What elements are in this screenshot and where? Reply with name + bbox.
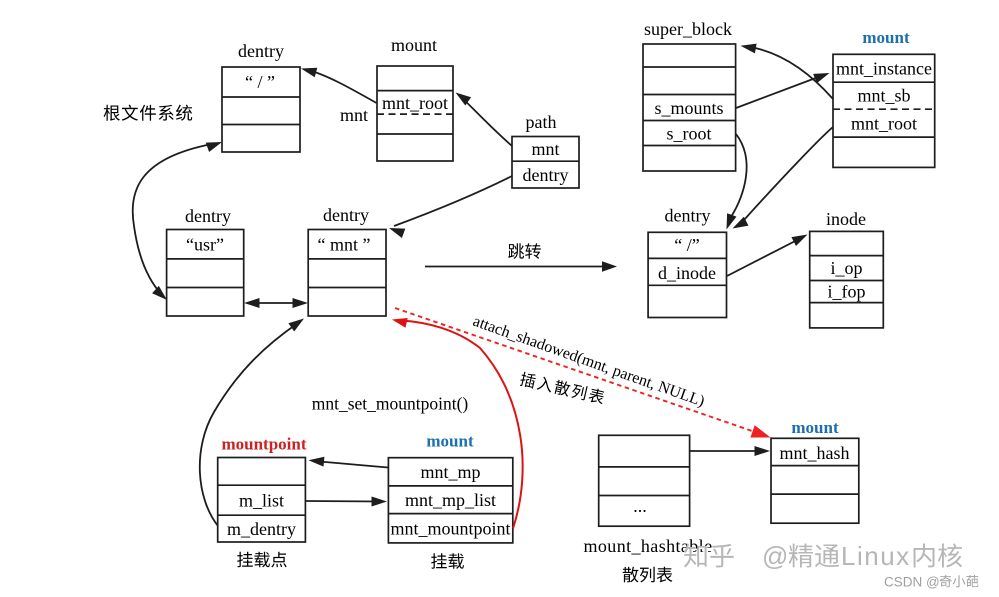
svg-text:dentry: dentry bbox=[665, 206, 711, 226]
svg-text:inode: inode bbox=[826, 209, 866, 229]
svg-text:mount: mount bbox=[391, 35, 437, 55]
svg-text:s_mounts: s_mounts bbox=[654, 98, 723, 118]
svg-text:@: @ bbox=[762, 541, 790, 571]
svg-text:mnt: mnt bbox=[531, 139, 559, 159]
svg-text:m_list: m_list bbox=[239, 491, 284, 511]
svg-text:mnt: mnt bbox=[340, 105, 368, 125]
svg-text:mnt_set_mountpoint(): mnt_set_mountpoint() bbox=[312, 394, 469, 414]
svg-text:mnt_mp: mnt_mp bbox=[420, 462, 480, 482]
svg-text:mount_hashtable: mount_hashtable bbox=[584, 536, 713, 556]
svg-text:m_dentry: m_dentry bbox=[227, 519, 296, 539]
svg-text:“ mnt ”: “ mnt ” bbox=[318, 235, 371, 255]
svg-text:super_block: super_block bbox=[644, 19, 732, 39]
svg-text:Linux: Linux bbox=[843, 543, 913, 573]
svg-text:i_op: i_op bbox=[830, 258, 862, 278]
svg-text:i_fop: i_fop bbox=[828, 282, 866, 302]
svg-text:...: ... bbox=[633, 496, 647, 516]
svg-text:CSDN @: CSDN @ bbox=[884, 575, 940, 590]
svg-text:mnt_root: mnt_root bbox=[851, 114, 917, 134]
svg-text:mount: mount bbox=[791, 418, 839, 437]
svg-text:dentry: dentry bbox=[523, 165, 569, 185]
svg-text:s_root: s_root bbox=[667, 124, 712, 144]
svg-text:@: @ bbox=[764, 543, 792, 573]
svg-text:dentry: dentry bbox=[238, 41, 284, 61]
svg-text:mnt_mountpoint: mnt_mountpoint bbox=[390, 519, 510, 539]
svg-text:dentry: dentry bbox=[185, 206, 231, 226]
svg-text:mnt_root: mnt_root bbox=[382, 93, 448, 113]
svg-text:“ / ”: “ / ” bbox=[245, 72, 275, 92]
svg-text:“usr”: “usr” bbox=[186, 235, 224, 255]
svg-text:mnt_mp_list: mnt_mp_list bbox=[405, 490, 496, 510]
svg-text:mount: mount bbox=[426, 432, 474, 451]
svg-text:mnt_sb: mnt_sb bbox=[857, 86, 910, 106]
svg-text:d_inode: d_inode bbox=[658, 263, 716, 283]
svg-text:mount: mount bbox=[862, 28, 910, 47]
svg-text:“ /”: “ /” bbox=[674, 235, 699, 255]
svg-text:mountpoint: mountpoint bbox=[221, 435, 306, 454]
svg-text:path: path bbox=[526, 112, 557, 132]
svg-text:dentry: dentry bbox=[323, 205, 369, 225]
svg-text:mnt_hash: mnt_hash bbox=[780, 443, 850, 463]
svg-text:Linux: Linux bbox=[841, 541, 911, 571]
svg-text:mnt_instance: mnt_instance bbox=[836, 59, 932, 79]
